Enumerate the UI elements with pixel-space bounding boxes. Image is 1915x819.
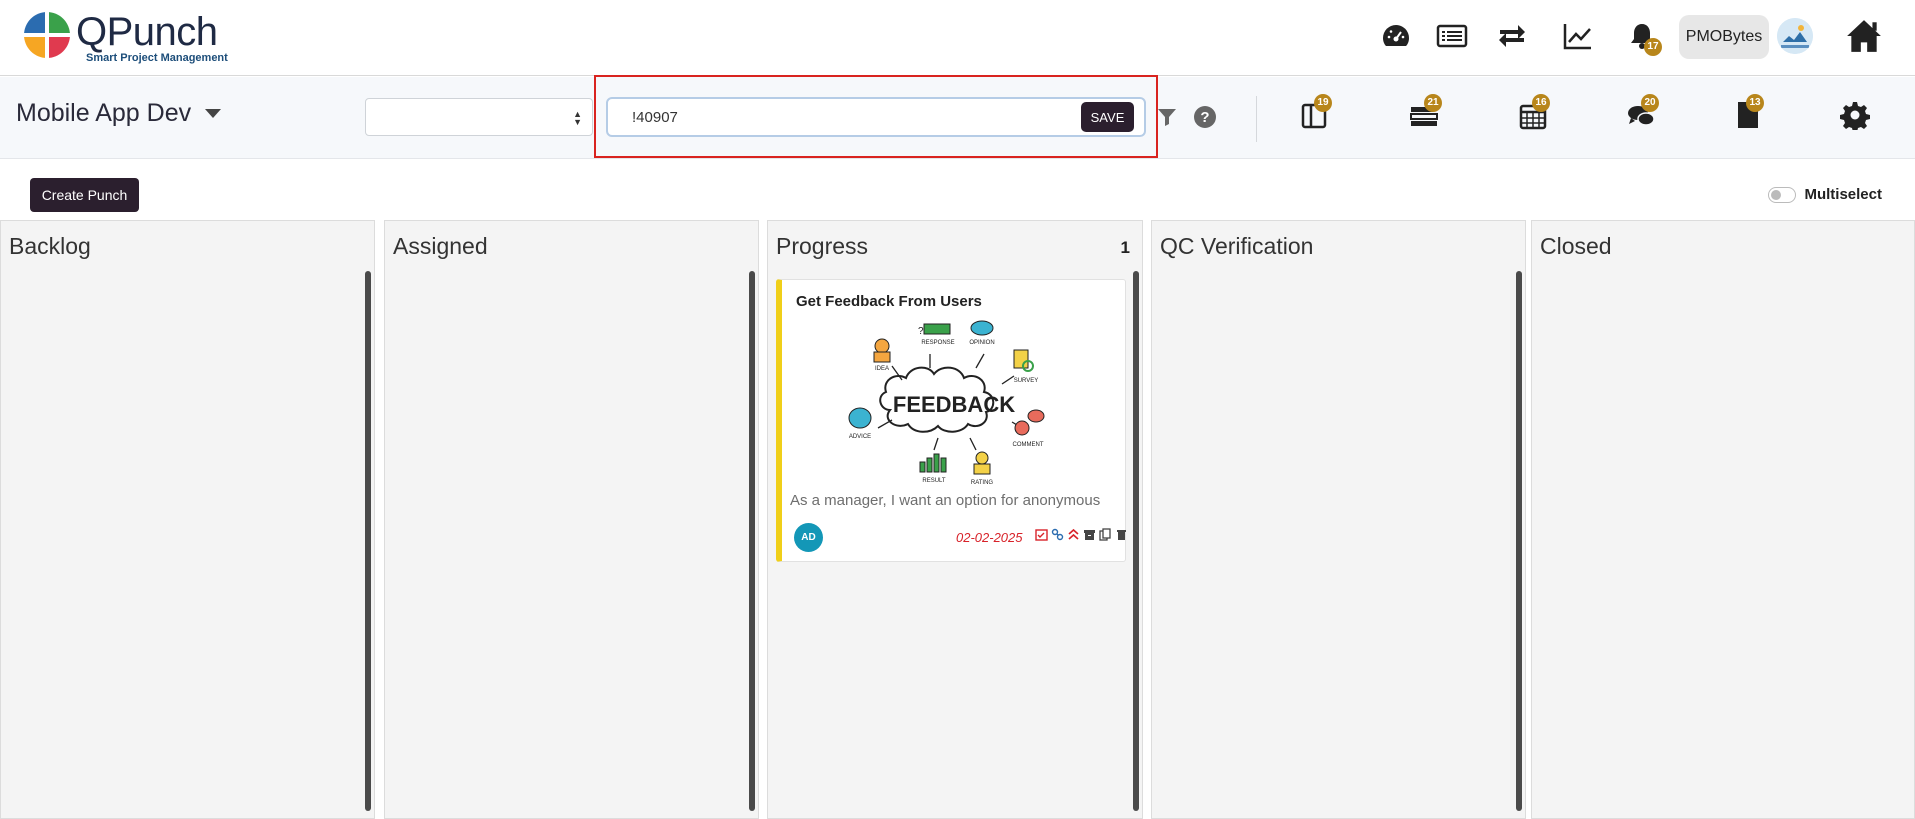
- column-title: Closed: [1540, 233, 1612, 259]
- calendar-check-icon[interactable]: [1035, 528, 1048, 541]
- caret-down-icon: [205, 109, 222, 118]
- document-count-badge: 13: [1746, 94, 1764, 112]
- assignee-avatar[interactable]: AD: [794, 523, 823, 552]
- home-icon[interactable]: [1843, 16, 1885, 56]
- column-scrollbar[interactable]: [365, 271, 371, 811]
- calendar-icon[interactable]: 16: [1518, 94, 1552, 134]
- svg-text:?: ?: [918, 326, 924, 337]
- top-header: QPunch Smart Project Management 17 PMOBy…: [0, 0, 1915, 76]
- help-icon[interactable]: ?: [1194, 106, 1216, 128]
- svg-text:OPINION: OPINION: [969, 340, 994, 346]
- column-closed: Closed: [1531, 220, 1915, 819]
- logo-mark-icon: [22, 10, 72, 60]
- punch-card[interactable]: Get Feedback From Users FEEDBACK IDEA ? …: [776, 279, 1126, 562]
- column-backlog: Backlog: [0, 220, 375, 819]
- archive-icon[interactable]: [1083, 528, 1096, 541]
- card-description: As a manager, I want an option for anony…: [790, 492, 1101, 509]
- document-icon[interactable]: 13: [1733, 94, 1767, 134]
- due-date: 02-02-2025: [956, 530, 1023, 545]
- brand-name: QPunch: [76, 10, 218, 54]
- column-progress: Progress 1 Get Feedback From Users FEEDB…: [767, 220, 1143, 819]
- copy-icon[interactable]: [1099, 528, 1112, 541]
- stack-count-badge: 21: [1424, 94, 1442, 112]
- notification-count-badge: 17: [1644, 38, 1662, 56]
- svg-text:SURVEY: SURVEY: [1014, 378, 1039, 384]
- qpunch-logo[interactable]: QPunch Smart Project Management: [22, 8, 252, 68]
- list-icon[interactable]: [1434, 18, 1470, 54]
- stack-icon[interactable]: 21: [1409, 94, 1443, 134]
- column-qc-verification: QC Verification: [1151, 220, 1526, 819]
- project-switcher[interactable]: Mobile App Dev: [16, 99, 222, 128]
- dashboard-icon[interactable]: [1378, 18, 1414, 54]
- filter-select[interactable]: ▲▼: [365, 98, 593, 136]
- svg-text:RESPONSE: RESPONSE: [921, 340, 954, 346]
- filter-icon[interactable]: [1157, 108, 1177, 126]
- feedback-word: FEEDBACK: [893, 392, 1015, 417]
- chat-icon[interactable]: 20: [1626, 94, 1660, 134]
- settings-gear-icon[interactable]: [1840, 100, 1874, 134]
- card-title: Get Feedback From Users: [796, 293, 982, 310]
- column-scrollbar[interactable]: [1133, 271, 1139, 811]
- card-actions: [1035, 528, 1128, 541]
- sort-arrows-icon: ▲▼: [573, 109, 582, 127]
- project-name: Mobile App Dev: [16, 99, 192, 127]
- column-title: Assigned: [393, 233, 488, 259]
- column-assigned: Assigned: [384, 220, 759, 819]
- search-input[interactable]: [606, 97, 1146, 137]
- search-highlight-box: [594, 75, 1158, 158]
- toggle-switch[interactable]: [1768, 186, 1797, 203]
- board-count-badge: 19: [1314, 94, 1332, 112]
- avatar[interactable]: [1777, 18, 1813, 54]
- column-title: Backlog: [9, 233, 91, 259]
- link-icon[interactable]: [1051, 528, 1064, 541]
- column-count: 1: [1120, 238, 1130, 257]
- sync-icon[interactable]: [1494, 18, 1530, 54]
- calendar-count-badge: 16: [1532, 94, 1550, 112]
- save-button[interactable]: SAVE: [1081, 102, 1134, 132]
- chart-icon[interactable]: [1560, 18, 1596, 54]
- column-scrollbar[interactable]: [749, 271, 755, 811]
- brand-tagline: Smart Project Management: [86, 52, 228, 64]
- column-title: QC Verification: [1160, 233, 1314, 259]
- svg-text:IDEA: IDEA: [875, 366, 889, 372]
- column-scrollbar[interactable]: [1516, 271, 1522, 811]
- multiselect-label: Multiselect: [1804, 186, 1882, 203]
- board-icon[interactable]: 19: [1300, 94, 1334, 134]
- feedback-illustration: FEEDBACK IDEA ? RESPONSE OPINION SURVEY …: [848, 320, 1045, 486]
- user-menu-button[interactable]: PMOBytes: [1679, 15, 1769, 59]
- priority-high-icon: [1068, 528, 1079, 540]
- svg-text:ADVICE: ADVICE: [849, 434, 871, 440]
- column-title: Progress: [776, 233, 869, 259]
- trash-icon[interactable]: [1115, 528, 1128, 541]
- toolbar-divider: [1256, 96, 1257, 142]
- create-punch-button[interactable]: Create Punch: [30, 178, 139, 212]
- chat-count-badge: 20: [1641, 94, 1659, 112]
- svg-text:RATING: RATING: [971, 480, 994, 486]
- multiselect-toggle[interactable]: Multiselect: [1768, 186, 1882, 203]
- svg-text:COMMENT: COMMENT: [1013, 442, 1044, 448]
- bell-icon[interactable]: 17: [1624, 18, 1662, 56]
- svg-text:RESULT: RESULT: [922, 478, 946, 484]
